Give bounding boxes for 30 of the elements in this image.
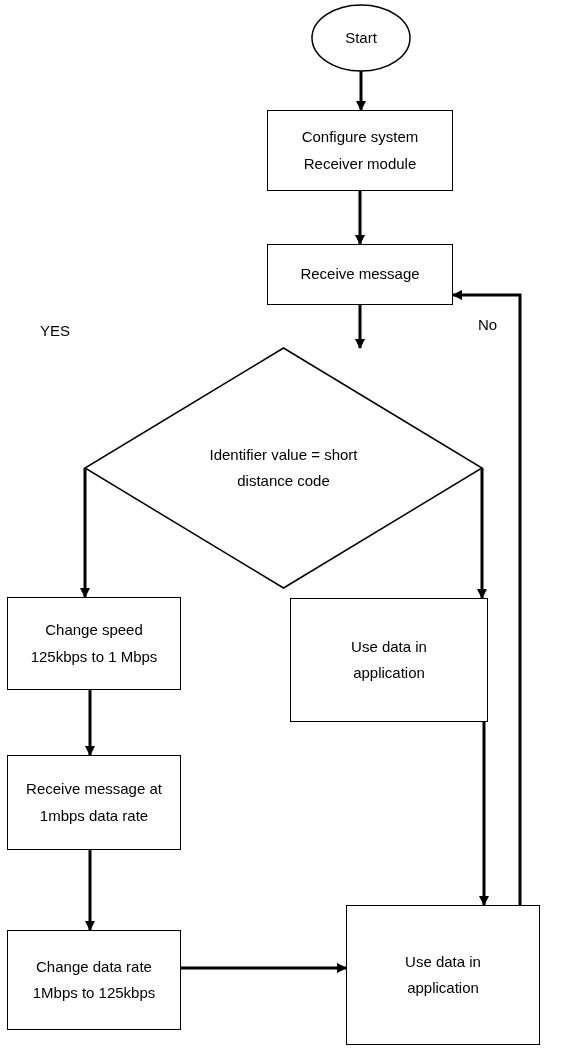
process-box bbox=[7, 755, 181, 850]
process-box bbox=[7, 930, 181, 1030]
node-text: Start bbox=[344, 27, 378, 48]
start-terminal bbox=[312, 5, 410, 71]
arrow bbox=[181, 963, 347, 973]
process-box bbox=[267, 244, 453, 305]
arrow bbox=[477, 468, 487, 599]
arrow bbox=[479, 722, 489, 906]
arrow bbox=[355, 305, 365, 349]
node-text: Change data rate 1Mbps to 125kbps bbox=[31, 956, 157, 1003]
arrow bbox=[452, 290, 522, 905]
node-text: Identifier value = short distance code bbox=[208, 444, 359, 491]
node-text: Receive message bbox=[299, 264, 421, 285]
node-text: Change speed 125kbps to 1 Mbps bbox=[29, 620, 159, 667]
arrow bbox=[85, 850, 95, 931]
process-box bbox=[346, 905, 540, 1045]
process-box bbox=[267, 110, 453, 191]
arrow bbox=[85, 690, 95, 756]
process-box bbox=[7, 597, 181, 690]
arrow bbox=[356, 71, 366, 111]
node-text: Use data in application bbox=[350, 636, 428, 683]
arrow bbox=[80, 468, 90, 598]
branch-label: No bbox=[478, 316, 498, 333]
process-box bbox=[290, 598, 488, 722]
node-text: Use data in application bbox=[404, 951, 482, 998]
node-text: Configure system Receiver module bbox=[300, 127, 420, 174]
decision-diamond bbox=[85, 348, 482, 588]
node-text: Receive message at 1mbps data rate bbox=[25, 779, 163, 826]
branch-label: YES bbox=[40, 322, 70, 339]
arrow bbox=[355, 191, 365, 245]
